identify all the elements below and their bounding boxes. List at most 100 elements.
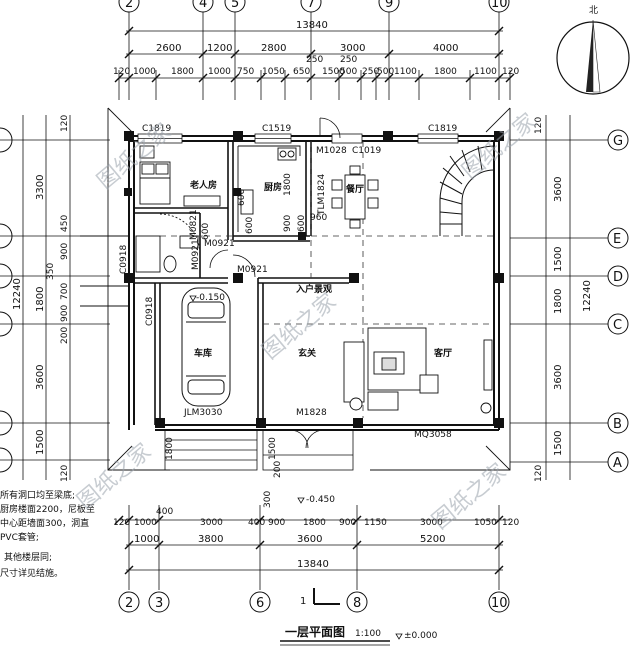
interior-walls [134,141,349,425]
drawing-title: 一层平面图 [285,625,345,639]
room-kitchen: 厨房 [264,181,282,193]
left-dimension-text: 12240 3300 1800 3600 1500 120 450 900 35… [12,115,70,482]
top-fine-3: 1800 [171,67,194,77]
north-label: 北 [589,5,598,16]
right-axis-labels: G E D C B A [613,134,623,471]
axis-top-2: 2 [125,0,133,11]
misc-dim-11: 1800 [165,437,175,460]
room-living: 客厅 [433,347,452,359]
window-tag-3: C1819 [428,124,457,134]
left-axis-stubs [0,127,13,473]
room-foyer: 玄关 [298,347,316,359]
room-dining: 餐厅 [345,183,364,195]
drawing-elevation: ±0.000 [404,631,438,641]
right-span-5: 1500 [553,431,564,456]
living-room-sofa [343,327,493,414]
left-fine-4: 350 [46,263,56,280]
top-span-1: 2600 [156,43,181,54]
top-span-4: 3000 [340,43,365,54]
right-fine-1: 120 [534,117,544,134]
axis-bottom-2: 2 [125,596,133,611]
top-fine-15: 120 [502,67,519,77]
bottom-fine-10: 1050 [474,518,497,528]
room-garage: 车库 [194,347,212,359]
misc-dim-8: 300 [263,491,273,508]
level-markers: -0.150 -0.450 [189,293,335,505]
right-dimension-text: 12240 3600 1500 1800 3600 1500 120 120 [534,117,593,482]
axis-right-E: E [613,232,621,247]
top-fine-9: 250 [362,67,379,77]
axis-right-B: B [613,417,622,432]
top-span-2: 1200 [207,43,232,54]
left-span-3: 3600 [35,365,46,390]
misc-dim-3: 600 [297,215,307,232]
north-arrow: 北 [556,5,630,95]
top-dimension-lines [118,12,511,100]
left-total-dim: 12240 [12,278,23,310]
notes-block: 所有洞口均至梁底; 厨房楼面2200，尼板至 中心距墙面300，洞直 PVC套管… [0,489,95,579]
door-tag-1: M1028 [316,146,347,156]
left-fine-5: 700 [60,283,70,300]
top-fine-2: 1000 [133,67,156,77]
door-tag-9: JLM3030 [183,408,223,418]
right-axis-circles [607,129,629,473]
left-fine-2: 450 [60,215,70,232]
right-total-dim: 12240 [582,280,593,312]
bottom-fine-4: 400 [248,518,265,528]
axis-top-5: 5 [231,0,239,11]
top-fine-11: 500 [377,67,394,77]
door-tag-10: C0918 [119,245,129,274]
front-steps [164,429,354,471]
right-dimension-lines [510,115,608,480]
left-fine-6: 900 [60,305,70,322]
bottom-dimension-text: 120 1000 3000 400 900 1800 900 1150 3000… [113,507,519,570]
drawing-scale: 1:100 [355,629,381,639]
drawing-title-block: 一层平面图 1:100 ±0.000 [280,625,438,646]
top-fine-13: 1800 [434,67,457,77]
opening-tags: C1819 C1519 C1819 C1019 M1028 TLM1824 M0… [119,124,457,440]
door-tag-3: M0921 [204,239,235,249]
door-tag-7: M1828 [296,408,327,418]
axis-top-4: 4 [199,0,207,11]
axis-right-G: G [613,134,623,149]
door-tag-5: M0921 [191,239,201,270]
bottom-total-dim: 13840 [297,559,329,570]
dining-table [331,165,379,229]
right-span-1: 3600 [553,177,564,202]
door-tag-11: C0918 [145,297,155,326]
room-elder: 老人房 [189,179,217,191]
right-span-3: 1800 [553,289,564,314]
section-mark-label: 1 [300,596,306,607]
note-1: 所有洞口均至梁底; [0,489,75,501]
misc-dim-10: 1500 [268,437,278,460]
window-tag-1: C1819 [142,124,171,134]
window-tag-2: C1519 [262,124,291,134]
right-fine-2: 120 [534,465,544,482]
axis-top-9: 9 [385,0,393,11]
top-dimension-ticks [114,26,515,83]
door-tag-6: M0821 [189,209,199,240]
top-span-5: 4000 [433,43,458,54]
top-fine-8: 500 [340,67,357,77]
bottom-fine-7: 900 [339,518,356,528]
top-windows [137,133,459,144]
note-4: PVC套管; [0,531,39,543]
top-fine-12: 1100 [394,67,417,77]
misc-dim-9: 200 [273,461,283,478]
top-fine-1: 120 [113,67,130,77]
top-axis-labels: 2 4 5 7 9 10 [125,0,508,11]
axis-top-10: 10 [491,0,508,11]
top-fine-5: 750 [237,67,254,77]
axis-top-7: 7 [307,0,315,11]
garage-car [181,287,231,407]
room-entrance: 入户景观 [295,283,332,295]
misc-dim-4: 1800 [283,173,293,196]
left-dimension-lines [0,115,110,480]
bottom-dimension-ticks [114,515,504,575]
top-total-dim: 13840 [296,20,328,31]
top-span-3: 2800 [261,43,286,54]
left-span-2: 1800 [35,287,46,312]
left-fine-1: 120 [60,115,70,132]
bottom-dimension-lines [119,505,510,590]
